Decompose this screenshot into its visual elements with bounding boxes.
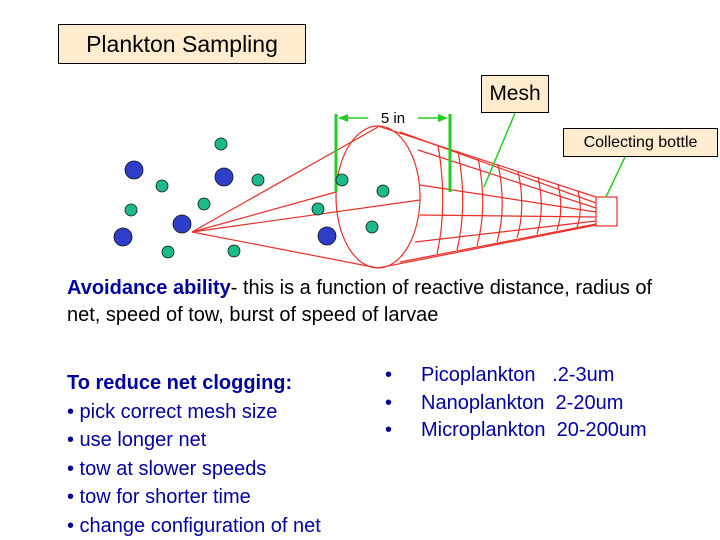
- mesh-label-box: Mesh: [481, 75, 549, 113]
- large-particle: [214, 167, 234, 187]
- mesh-pointer: [483, 112, 516, 188]
- collecting-bottle-label: Collecting bottle: [583, 133, 698, 151]
- clogging-list: To reduce net clogging: • pick correct m…: [67, 369, 397, 540]
- clogging-item: • pick correct mesh size: [67, 400, 278, 423]
- avoidance-term: Avoidance ability: [67, 277, 231, 299]
- size-class-item: • Microplankton 20-200um: [385, 417, 647, 445]
- small-particle: [251, 173, 265, 187]
- small-particle: [214, 137, 228, 151]
- size-class-item: • Nanoplankton 2-20um: [385, 390, 647, 418]
- size-class-item: • Picoplankton .2-3um: [385, 362, 647, 390]
- clogging-item: • tow for shorter time: [67, 486, 251, 508]
- large-particle: [172, 214, 192, 234]
- size-class-text: Microplankton 20-200um: [421, 419, 647, 441]
- avoidance-paragraph: Avoidance ability- this is a function of…: [67, 275, 667, 329]
- bullet: •: [385, 391, 393, 414]
- net-body: [335, 125, 618, 269]
- size-class-text: Picoplankton .2-3um: [421, 364, 615, 386]
- mesh-label: Mesh: [489, 82, 541, 105]
- small-particle: [197, 197, 211, 211]
- clogging-item: • change configuration of net: [67, 514, 321, 537]
- collecting-bottle-label-box: Collecting bottle: [563, 128, 718, 157]
- large-particle: [317, 226, 337, 246]
- plankton-particles: [113, 137, 390, 259]
- small-particle: [376, 184, 390, 198]
- small-particle: [365, 220, 379, 234]
- small-particle: [124, 203, 138, 217]
- small-particle: [161, 245, 175, 259]
- size-class-list: • Picoplankton .2-3um • Nanoplankton 2-2…: [385, 362, 647, 445]
- opening-dimension: [334, 114, 452, 192]
- bullet: •: [385, 419, 393, 441]
- clogging-heading: To reduce net clogging:: [67, 372, 293, 394]
- label-pointers: [483, 112, 626, 198]
- net-mouth-ring: [335, 125, 421, 269]
- tow-lines: [191, 126, 421, 269]
- small-particle: [311, 202, 325, 216]
- bottle-pointer: [605, 156, 626, 198]
- page-title: Plankton Sampling: [86, 30, 278, 57]
- large-particle: [113, 227, 133, 247]
- clogging-item: • tow at slower speeds: [67, 457, 267, 480]
- collecting-bottle: [595, 196, 618, 227]
- clogging-item: • use longer net: [67, 429, 207, 451]
- avoidance-description: - this is a function of reactive distanc…: [67, 277, 653, 326]
- net-opening-label: 5 in: [380, 110, 406, 127]
- bullet: •: [385, 364, 393, 386]
- size-class-text: Nanoplankton 2-20um: [421, 391, 624, 414]
- small-particle: [335, 173, 349, 187]
- large-particle: [124, 160, 144, 180]
- small-particle: [227, 244, 241, 258]
- small-particle: [155, 179, 169, 193]
- title-box: Plankton Sampling: [58, 24, 306, 64]
